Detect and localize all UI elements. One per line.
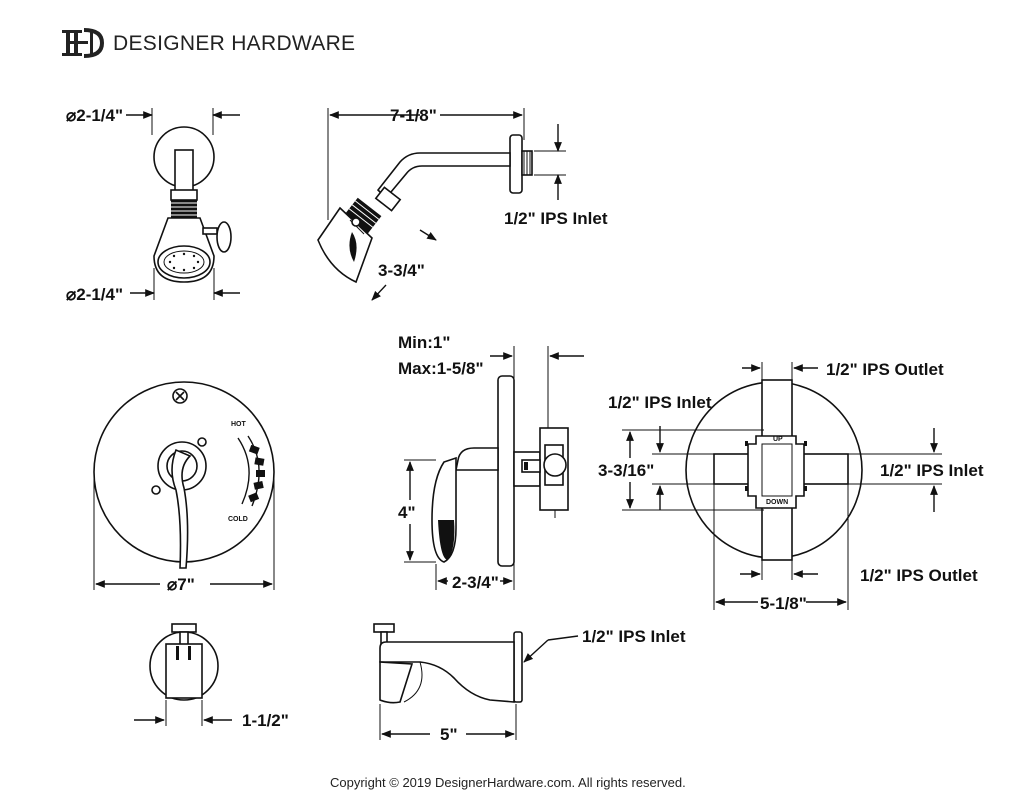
dim-spout-length: 5": [379, 704, 517, 744]
dim-valve-inlet-right: 1/2" IPS Inlet: [848, 428, 984, 512]
tub-spout-side-view: [373, 623, 523, 704]
dim-arm-length: 7-1/8": [327, 106, 525, 220]
handle-height-label: 4": [398, 503, 416, 522]
tub-spout-front-view: [149, 623, 219, 701]
trim-hot-label: HOT: [231, 421, 247, 428]
valve-width-label: 5-1/8": [760, 594, 807, 613]
dim-valve-outlet-top: 1/2" IPS Outlet: [742, 360, 944, 382]
screw-cover-icon: [172, 388, 188, 404]
min-depth-label: Min:1": [398, 333, 450, 352]
spout-length-label: 5": [440, 725, 458, 744]
showerhead-bottom-dia-label: ⌀2-1/4": [66, 285, 123, 304]
valve-body-front-view: UP DOWN: [685, 379, 863, 561]
valve-inlet-right-label: 1/2" IPS Inlet: [880, 461, 984, 480]
showerhead-top-dia-label: ⌀2-1/4": [66, 106, 123, 125]
dh-monogram-icon: [62, 28, 105, 58]
dim-spout-inlet: 1/2" IPS Inlet: [523, 627, 686, 663]
dim-spout-diameter: 1-1/2": [134, 700, 289, 730]
temperature-scale: [237, 435, 265, 507]
dim-handle-height: 4": [398, 459, 436, 563]
arm-inlet-label: 1/2" IPS Inlet: [504, 209, 608, 228]
valve-side-view: [431, 375, 569, 567]
spout-inlet-label: 1/2" IPS Inlet: [582, 627, 686, 646]
brand-logo: DESIGNER HARDWARE: [62, 28, 355, 58]
dim-showerhead-bottom: ⌀2-1/4": [66, 268, 240, 304]
dim-trim-diameter: ⌀7": [93, 478, 275, 594]
dim-valve-height: 3-3/16": [598, 429, 764, 511]
showerhead-front-view: [153, 126, 232, 283]
dim-arm-inlet: 1/2" IPS Inlet: [504, 124, 608, 228]
dim-valve-outlet-bottom: 1/2" IPS Outlet: [740, 558, 978, 585]
valve-down-label: DOWN: [766, 499, 788, 506]
head-drop-label: 3-3/4": [378, 261, 425, 280]
valve-outlet-top-label: 1/2" IPS Outlet: [826, 360, 944, 379]
valve-up-label: UP: [773, 436, 783, 443]
dim-valve-depth: Min:1" Max:1-5/8": [398, 333, 584, 424]
valve-outlet-bottom-label: 1/2" IPS Outlet: [860, 566, 978, 585]
valve-inlet-left-label: 1/2" IPS Inlet: [608, 393, 712, 412]
copyright-text: Copyright © 2019 DesignerHardware.com. A…: [330, 775, 686, 790]
dim-handle-projection: 2-3/4": [435, 564, 515, 592]
shower-arm-side-view: [317, 134, 533, 284]
trim-diameter-label: ⌀7": [167, 575, 195, 594]
valve-height-label: 3-3/16": [598, 461, 654, 480]
trim-cold-label: COLD: [228, 516, 248, 523]
dim-showerhead-top: ⌀2-1/4": [66, 106, 240, 135]
arm-length-label: 7-1/8": [390, 106, 437, 125]
spout-diameter-label: 1-1/2": [242, 711, 289, 730]
dim-valve-width: 5-1/8": [713, 484, 849, 613]
max-depth-label: Max:1-5/8": [398, 359, 484, 378]
trim-plate-front-view: HOT COLD: [93, 381, 275, 569]
handle-projection-label: 2-3/4": [452, 573, 499, 592]
dim-head-drop: 3-3/4": [371, 229, 437, 301]
brand-name: DESIGNER HARDWARE: [113, 32, 355, 55]
